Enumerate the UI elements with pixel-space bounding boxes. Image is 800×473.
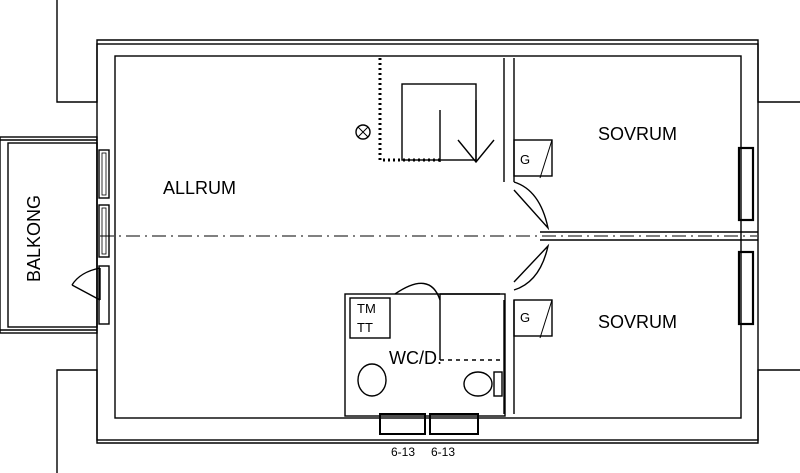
- stair-opening: [378, 58, 440, 162]
- fan-icon: [355, 124, 371, 140]
- balcony-door-swing: [71, 267, 101, 300]
- inner-wall: [114, 55, 742, 419]
- room-label-sovrum-top: SOVRUM: [598, 124, 677, 144]
- balcony-inner: [7, 142, 98, 328]
- door-bedroom-bottom: [513, 243, 550, 291]
- closet-label-top: G: [520, 152, 530, 167]
- tt-label: TT: [357, 320, 373, 335]
- window-left-2: [98, 204, 110, 258]
- window-bottom-2: [429, 413, 479, 435]
- roof-outline-top: [56, 0, 800, 103]
- room-label-balkong: BALKONG: [24, 195, 44, 282]
- door-bedroom-top: [513, 181, 550, 231]
- balcony-outline: [0, 136, 98, 334]
- roof-outline-bottom: [56, 369, 800, 473]
- window-left-3: [98, 265, 110, 325]
- toilet: [463, 371, 493, 397]
- bathroom: [344, 293, 506, 417]
- tm-label: TM: [357, 301, 376, 316]
- window-code-1: 6-13: [391, 445, 415, 459]
- room-label-allrum: ALLRUM: [163, 178, 236, 198]
- bathroom-door: [394, 282, 441, 301]
- window-right-2: [737, 250, 755, 326]
- window-right-1: [737, 146, 755, 222]
- closet-label-bottom: G: [520, 310, 530, 325]
- closet-top: [513, 139, 553, 177]
- window-left-1: [98, 149, 110, 199]
- window-code-2: 6-13: [431, 445, 455, 459]
- sink: [357, 363, 387, 397]
- closet-bottom: [513, 299, 553, 337]
- stair-arrows: [457, 100, 495, 164]
- room-label-sovrum-bottom: SOVRUM: [598, 312, 677, 332]
- outer-wall: [96, 43, 759, 441]
- washer-dryer: [349, 297, 391, 339]
- window-bottom-1: [379, 413, 426, 435]
- room-label-wc: WC/D.: [389, 348, 442, 368]
